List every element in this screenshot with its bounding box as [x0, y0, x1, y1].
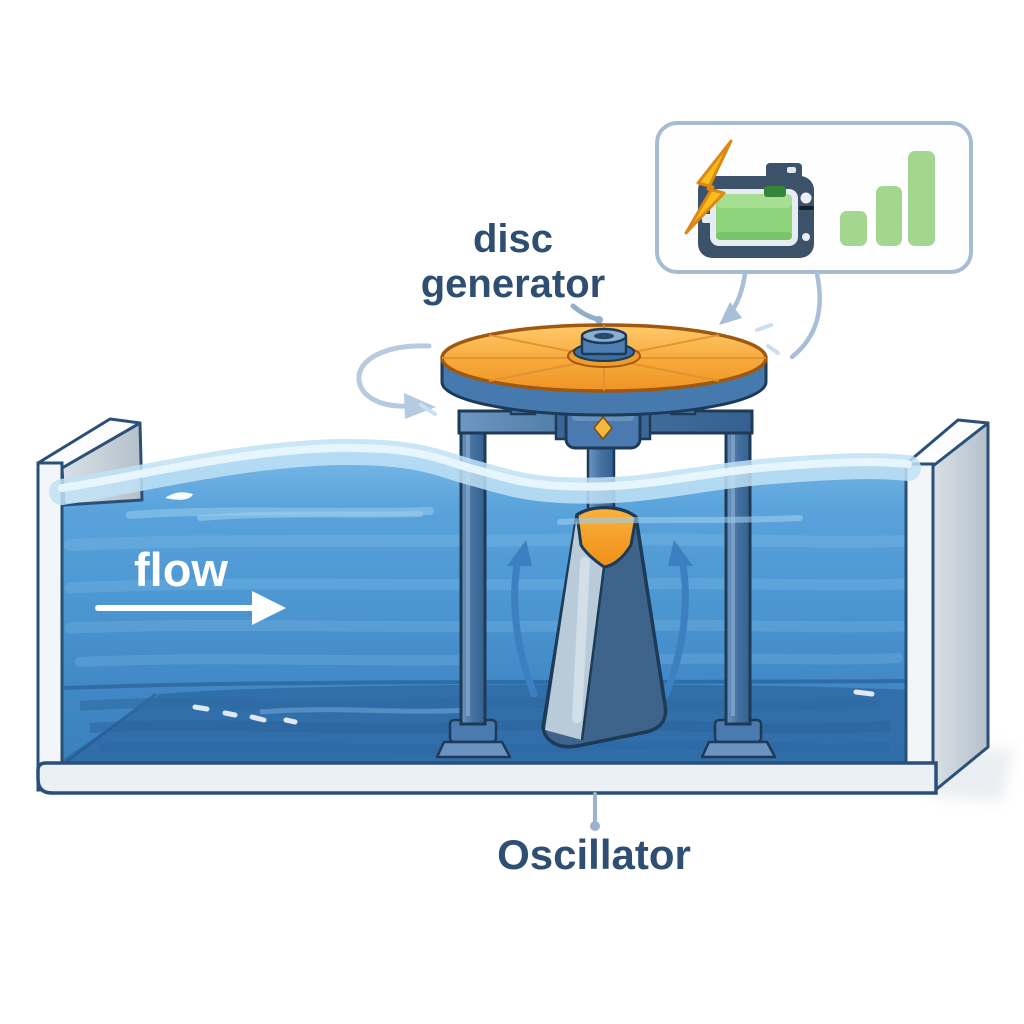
right-post	[724, 410, 752, 726]
oscillation-arrows	[507, 540, 693, 698]
lightning-bolt-icon	[684, 139, 733, 235]
right-wall-front-edge	[904, 462, 935, 794]
oscillation-arrowhead-left	[507, 540, 532, 566]
floor-edge-line	[63, 679, 907, 690]
battery-device-icon	[698, 163, 814, 258]
surface-ripple	[557, 515, 803, 525]
connector-arrow-line	[729, 271, 748, 314]
flow-annotation: flow	[95, 543, 286, 625]
oscillator-label: Oscillator	[497, 831, 691, 878]
oscillation-arrow-right	[662, 552, 689, 698]
floor-wave	[89, 719, 891, 734]
hub-hole	[594, 332, 614, 340]
water-streak	[64, 619, 908, 634]
power-bars-icon	[840, 151, 935, 246]
floor-highlight	[259, 707, 471, 715]
surface-foam	[165, 492, 193, 500]
water-streak	[64, 578, 908, 594]
label-leader-dot	[595, 316, 603, 324]
surface-highlight	[58, 443, 912, 492]
left-wall-front-edge	[36, 461, 64, 792]
right-wall-outer-face	[931, 421, 990, 794]
disc-generator-label-line1: disc	[473, 217, 553, 261]
oscillator-label-group: Oscillator	[497, 792, 691, 878]
surface-ripple	[197, 511, 423, 521]
water-surface	[49, 438, 921, 525]
oscillation-arrowhead-right	[668, 540, 693, 566]
flow-label: flow	[134, 543, 228, 596]
label-leader-line	[570, 303, 600, 322]
energy-output-panel	[655, 121, 973, 274]
oscillation-arrow-left	[511, 552, 538, 698]
oscillator-leader-dot	[590, 821, 600, 831]
oscillator-fin-assembly	[541, 438, 668, 749]
disc-generator-assembly	[419, 323, 780, 450]
connector-arrowhead	[719, 302, 742, 325]
panel-connector-arrows	[719, 271, 822, 360]
tank-base-tray	[36, 761, 938, 795]
connector-curve-line	[789, 271, 822, 360]
bearing-indicator-diamond	[593, 415, 613, 441]
right-foot-base	[700, 740, 777, 759]
water-streak	[64, 533, 908, 551]
tank-right-wall	[904, 418, 990, 794]
fin-highlight	[572, 557, 590, 723]
disc-generator-label: disc generator	[421, 217, 606, 335]
fin-ridge-line	[580, 566, 606, 741]
flow-arrowhead	[252, 591, 286, 625]
left-foot-base	[435, 740, 512, 759]
splash-speckles	[419, 323, 780, 416]
disc-generator-label-line2: generator	[421, 262, 606, 306]
